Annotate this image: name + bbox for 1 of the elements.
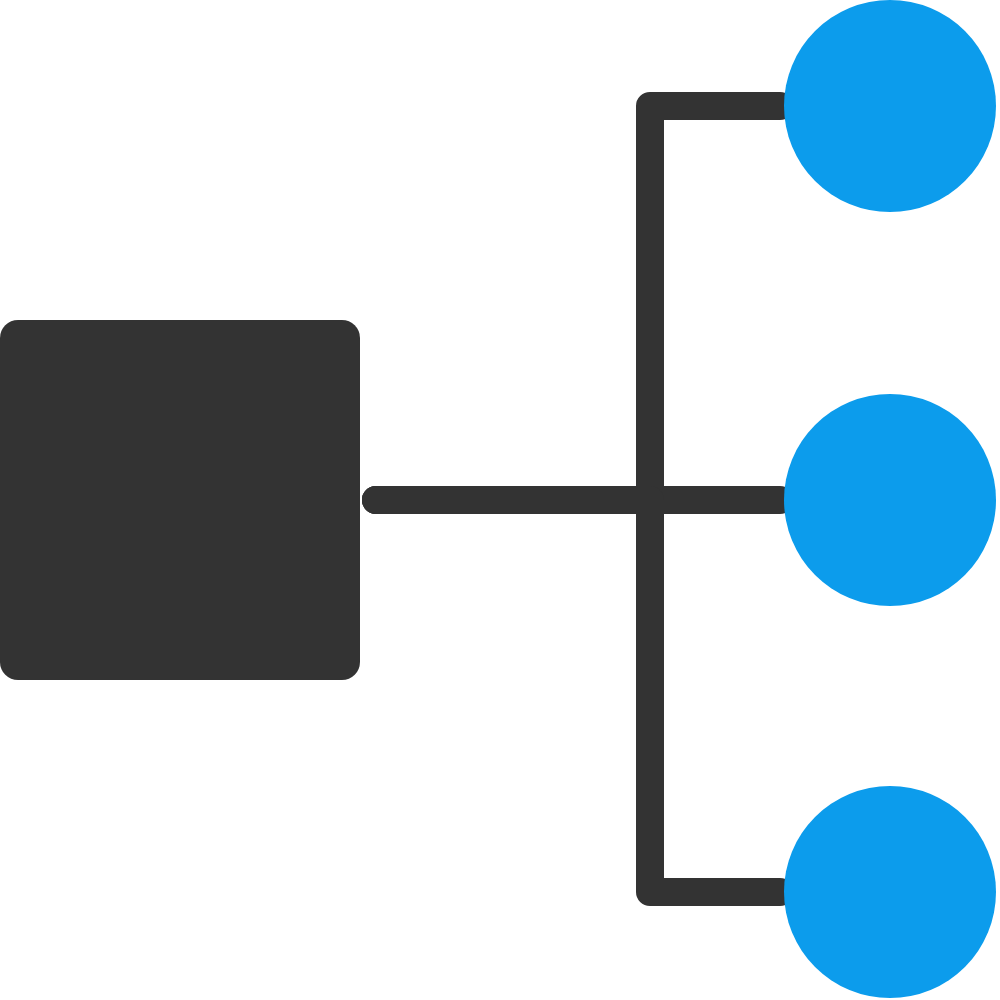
square-block: [0, 320, 360, 680]
